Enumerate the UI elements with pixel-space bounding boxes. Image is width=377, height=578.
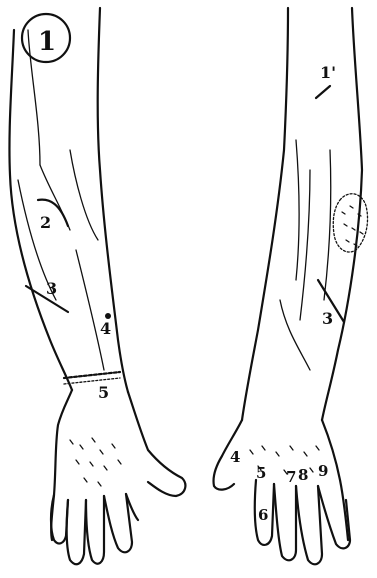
right-arm-muscle-line: [324, 150, 331, 300]
right-incision-1: [316, 86, 330, 98]
right-arm-outer-contour: [242, 8, 288, 420]
right-arm-muscle-line: [280, 300, 310, 370]
right-label-9: 9: [318, 462, 328, 480]
right-arm-muscle-line: [300, 170, 310, 320]
right-label-1prime: 1': [320, 63, 336, 82]
right-finger: [296, 486, 322, 564]
left-wrist-band: [64, 372, 120, 378]
left-label-2: 2: [40, 213, 51, 232]
left-hand-hatching: [70, 438, 121, 486]
left-arm-muscle-line: [70, 150, 98, 240]
left-wrist-band: [64, 378, 120, 384]
right-label-8: 8: [298, 466, 308, 484]
right-lesion-patch: [333, 194, 367, 252]
right-label-7: 7: [286, 468, 296, 486]
left-label-3: 3: [46, 279, 57, 298]
left-finger: [104, 494, 132, 552]
right-label-5: 5: [256, 464, 266, 482]
left-arm: [9, 8, 185, 564]
left-finger: [86, 496, 104, 564]
left-label-5: 5: [98, 383, 109, 402]
right-arm-muscle-line: [296, 140, 299, 280]
right-finger: [274, 484, 296, 560]
left-arm-muscle-line: [76, 250, 104, 370]
left-finger: [67, 500, 86, 564]
left-label-4: 4: [100, 319, 111, 338]
right-label-3: 3: [322, 309, 333, 328]
left-label-1: 1: [38, 27, 56, 57]
right-label-4: 4: [230, 448, 240, 466]
left-hand-contour: [51, 390, 185, 540]
right-label-6: 6: [258, 506, 268, 524]
left-arm-outer-contour: [9, 30, 72, 390]
